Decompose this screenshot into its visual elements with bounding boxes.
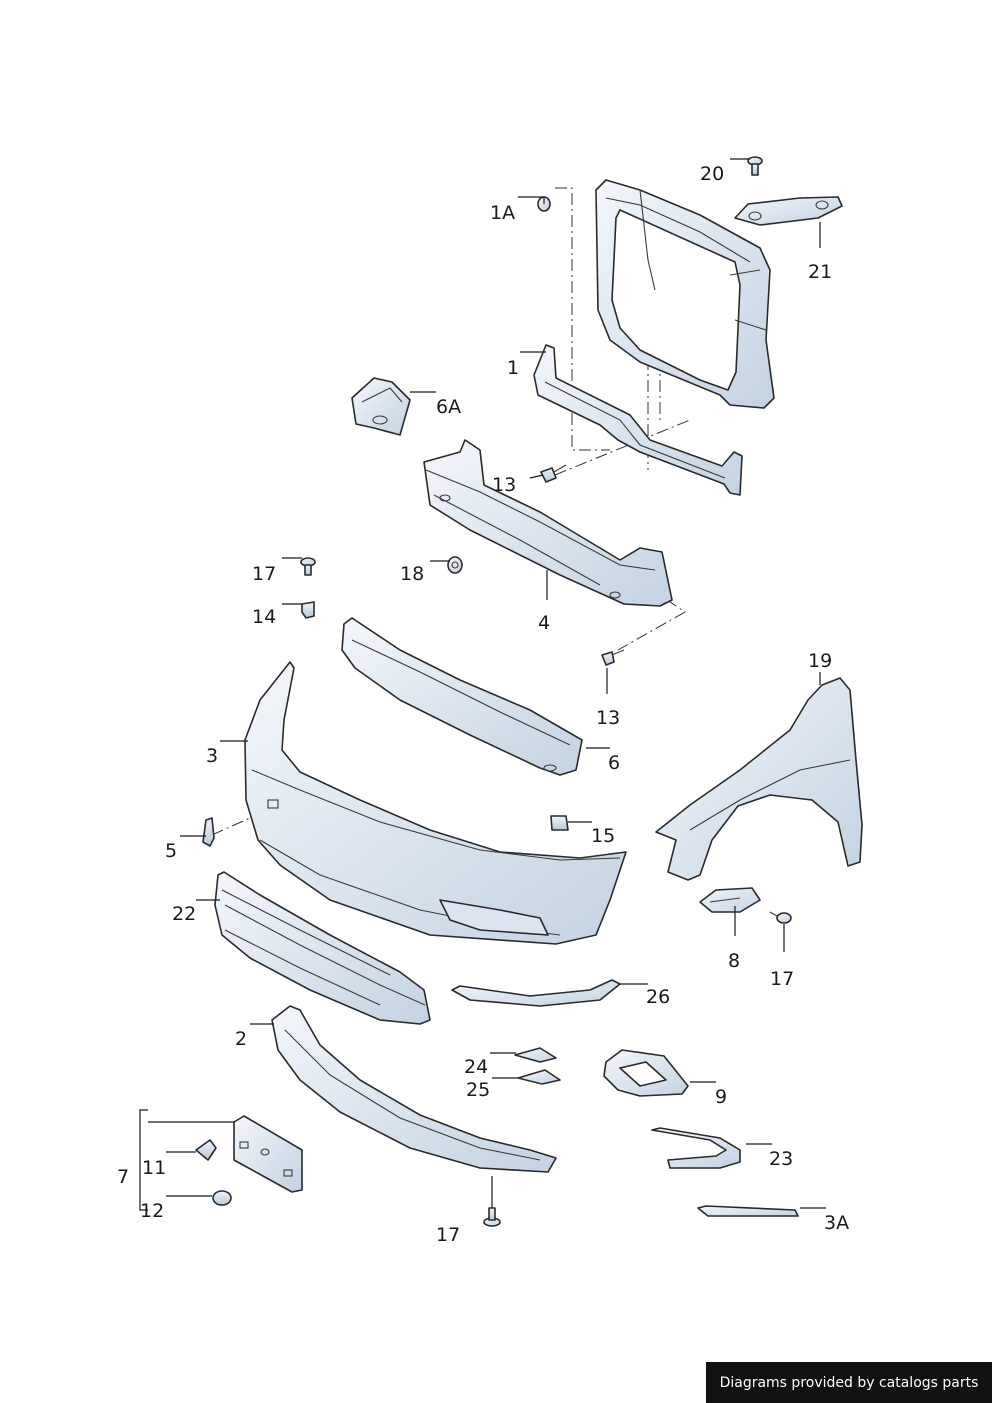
callout-21: 21 [808,261,832,283]
callout-14: 14 [252,606,276,628]
screw-12 [212,1190,232,1206]
callout-19: 19 [808,650,832,672]
callout-12: 12 [140,1200,164,1222]
callout-1a: 1A [490,202,515,224]
callout-8: 8 [728,950,740,972]
bracket-5 [202,817,215,847]
credit-banner: Diagrams provided by catalogs parts [706,1362,992,1403]
callout-25: 25 [466,1079,490,1101]
absorber-6 [341,617,583,776]
spoiler-2 [271,1005,557,1173]
trim-strip-26 [451,979,621,1007]
callout-7: 7 [117,1166,129,1188]
clip-25 [517,1069,561,1085]
callout-17-upper: 17 [252,563,276,585]
callout-6a: 6A [436,396,461,418]
leader-lines [139,158,826,1211]
nut-18 [447,556,463,574]
trim-23 [651,1127,741,1169]
callout-13-upper: 13 [492,474,516,496]
callout-1: 1 [507,357,519,379]
callout-13-lower: 13 [596,707,620,729]
cross-member-1 [533,344,743,496]
callout-15: 15 [591,825,615,847]
clip-24 [514,1047,557,1063]
callout-22: 22 [172,903,196,925]
screw-17c [483,1207,501,1227]
callout-3: 3 [206,745,218,767]
callout-23: 23 [769,1148,793,1170]
bracket-21 [734,196,843,226]
front-carrier [595,179,775,409]
callout-20: 20 [700,163,724,185]
bracket-8 [699,887,761,913]
bumper-cover-3 [244,661,627,945]
callout-4: 4 [538,612,550,634]
fender-19 [655,677,863,881]
plate-bracket-7 [233,1115,303,1193]
screw-13a [540,464,567,483]
callout-3a: 3A [824,1212,849,1234]
clip-14 [301,601,315,619]
screw-17b [769,911,792,924]
callout-18: 18 [400,563,424,585]
fog-frame-9 [603,1049,689,1097]
callout-6: 6 [608,752,620,774]
callout-labels: 1A 20 21 1 6A 13 17 18 14 4 13 19 3 6 5 … [117,163,849,1246]
callout-17-right: 17 [770,968,794,990]
screw-13b [601,649,625,666]
callout-9: 9 [715,1086,727,1108]
callout-24: 24 [464,1056,488,1078]
clip-11 [195,1139,217,1161]
bumper-beam-4 [423,439,673,607]
callout-11: 11 [142,1157,166,1179]
callout-5: 5 [165,840,177,862]
callout-2: 2 [235,1028,247,1050]
screw-20 [747,156,763,176]
screw-17a [300,557,316,576]
lower-grille-22 [214,871,431,1025]
callout-26: 26 [646,986,670,1008]
clip-15 [550,815,569,831]
bracket-6a [351,377,411,436]
strip-3a [697,1205,799,1217]
callout-17-bottom: 17 [436,1224,460,1246]
